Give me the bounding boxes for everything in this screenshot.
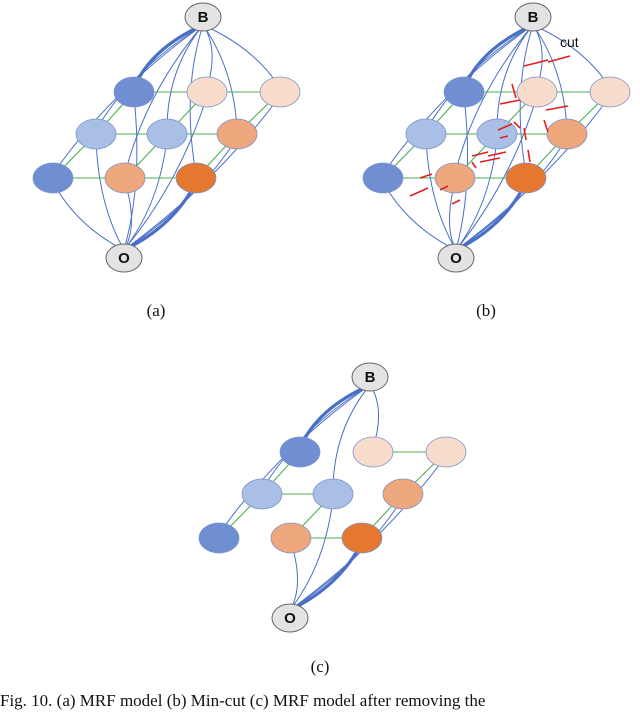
edge-o-node-9	[289, 541, 364, 612]
edge-o-node-6	[289, 497, 404, 611]
cut-mark-9	[479, 157, 501, 163]
cut-mark-12	[543, 119, 549, 133]
pixel-node-9	[341, 522, 383, 554]
cut-mark-1	[523, 59, 549, 67]
edge-b-node-1	[132, 23, 204, 89]
edge-o-node-7	[52, 181, 125, 251]
cut-mark-3	[511, 83, 517, 99]
pixel-node-7	[32, 162, 74, 194]
pixel-node-4	[405, 118, 447, 150]
edge-o-node-6	[123, 137, 238, 251]
cut-mark-18	[499, 135, 509, 139]
pixel-node-5	[312, 478, 354, 510]
pixel-node-8	[104, 162, 146, 194]
panel-a-mrf-model: BO	[32, 2, 301, 273]
pixel-node-3	[259, 76, 301, 108]
panel-c-label: (c)	[311, 657, 330, 676]
terminal-b-node	[351, 362, 389, 392]
edge-b-node-4	[425, 24, 534, 131]
edge-o-node-5	[123, 137, 168, 251]
terminal-o-label: O	[118, 250, 130, 267]
cut-mark-15	[439, 185, 449, 191]
edge-b-node-5	[496, 24, 534, 131]
panel-a-label: (a)	[147, 301, 166, 320]
pixel-node-5	[146, 118, 188, 150]
pixel-node-6	[546, 118, 588, 150]
pixel-node-8	[270, 522, 312, 554]
terminal-b-label: B	[365, 369, 376, 386]
terminal-o-node	[271, 603, 309, 633]
edge-o-node-4	[95, 137, 125, 251]
pixel-node-2	[516, 76, 558, 108]
cut-label: cut	[560, 34, 579, 50]
edge-o-node-4	[425, 137, 457, 251]
edge-o-node-5	[289, 497, 334, 611]
cut-mark-8	[471, 151, 489, 157]
pixel-node-3	[425, 436, 467, 468]
terminal-b-node	[514, 2, 552, 32]
edge-b-node-6	[202, 24, 238, 131]
cut-mark-17	[471, 161, 477, 169]
edge-b-node-5	[166, 24, 204, 131]
pixel-node-4	[241, 478, 283, 510]
cut-mark-16	[451, 199, 461, 205]
terminal-b-node	[184, 2, 222, 32]
edge-b-node-1	[462, 23, 534, 89]
pixel-node-5	[476, 118, 518, 150]
cut-mark-7	[497, 123, 513, 131]
pixel-node-2	[186, 76, 228, 108]
cut-mark-2	[547, 55, 571, 63]
pixel-node-9	[505, 162, 547, 194]
pixel-node-1	[443, 76, 485, 108]
edge-b-node-4	[261, 384, 371, 491]
terminal-b-label: B	[528, 9, 539, 26]
terminal-o-node	[437, 243, 475, 273]
pixel-node-6	[216, 118, 258, 150]
edge-b-node-8	[124, 24, 204, 175]
pixel-node-1	[279, 436, 321, 468]
pixel-node-7	[362, 162, 404, 194]
pixel-node-7	[198, 522, 240, 554]
pixel-node-4	[75, 118, 117, 150]
pixel-node-9	[175, 162, 217, 194]
edge-b-node-1	[298, 383, 371, 449]
cut-mark-6	[513, 121, 521, 129]
pixel-node-8	[434, 162, 476, 194]
figure-caption: Fig. 10. (a) MRF model (b) Min-cut (c) M…	[0, 691, 486, 710]
pixel-node-6	[382, 478, 424, 510]
terminal-o-label: O	[284, 610, 296, 627]
edge-b-node-5	[332, 384, 371, 491]
cut-mark-13	[419, 173, 433, 179]
pixel-node-3	[589, 76, 631, 108]
cut-mark-11	[523, 127, 527, 141]
edge-b-node-4	[95, 24, 204, 131]
cut-mark-4	[499, 99, 521, 105]
edge-b-node-8	[454, 24, 534, 175]
pixel-node-2	[352, 436, 394, 468]
panel-c-mrf-after-removal: BO	[198, 362, 467, 633]
terminal-o-label: O	[450, 250, 462, 267]
cut-mark-14	[409, 187, 429, 197]
edge-b-node-6	[532, 24, 568, 131]
terminal-o-node	[105, 243, 143, 273]
panel-b-label: (b)	[476, 301, 496, 320]
terminal-b-label: B	[198, 9, 209, 26]
cut-mark-5	[545, 105, 569, 111]
pixel-node-1	[113, 76, 155, 108]
cut-mark-19	[527, 149, 531, 163]
cut-mark-10	[487, 151, 507, 157]
edge-o-node-6	[455, 137, 568, 251]
edge-o-node-5	[455, 137, 498, 251]
